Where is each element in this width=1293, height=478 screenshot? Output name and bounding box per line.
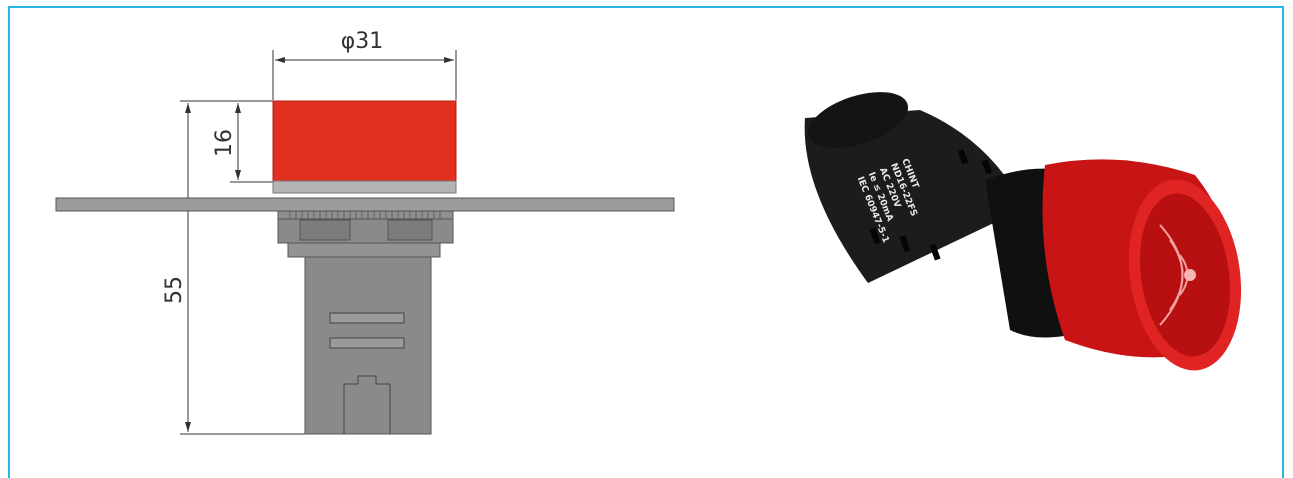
total-height-label: 55: [162, 276, 187, 304]
slot-upper: [329, 312, 405, 324]
slot-lower: [329, 337, 405, 349]
nut-face-left: [299, 219, 351, 241]
diameter-label: φ31: [341, 29, 384, 54]
terminal-notch: [343, 375, 391, 434]
nut-face-right: [387, 219, 433, 241]
buzzer-photo: CHINT ND16-22FS AC 220V Ie ≤ 20mA IEC 60…: [804, 92, 1242, 371]
nut-teeth: [277, 210, 454, 220]
nut-knurl: [289, 211, 441, 219]
cap-height-label: 16: [212, 129, 237, 157]
dimension-arrows: [185, 57, 454, 432]
figure-frame: [8, 6, 1284, 478]
collar: [287, 242, 441, 258]
dimension-lines: [180, 50, 457, 435]
mounting-panel: [55, 197, 675, 212]
red-cap: [272, 100, 457, 182]
cap-base-ring: [272, 180, 457, 194]
